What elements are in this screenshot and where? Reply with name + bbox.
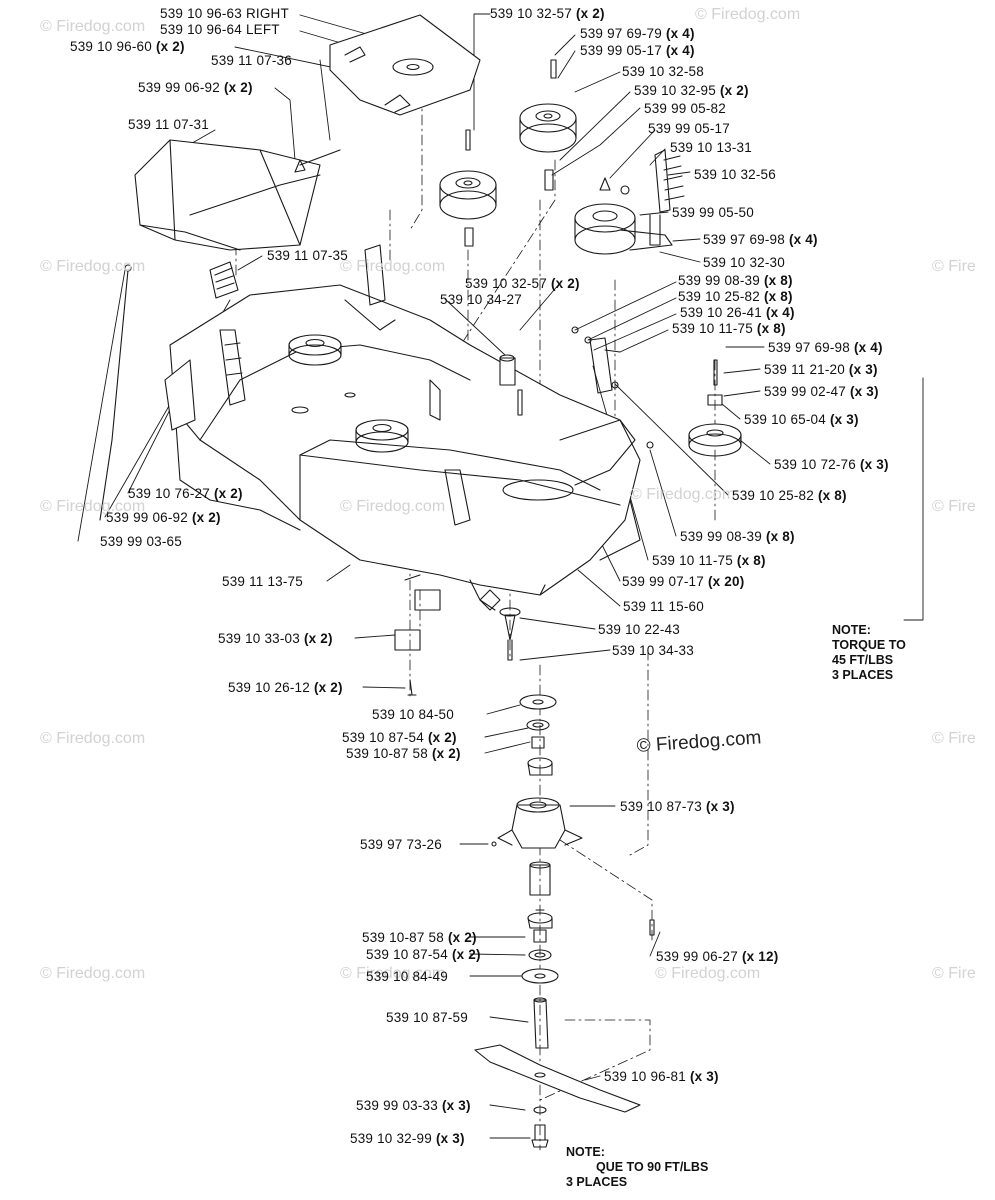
part-label: 539 97 73-26: [360, 837, 442, 852]
part-label: 539 99 03-33 (x 3): [356, 1098, 471, 1113]
part-label: 539 99 05-50: [672, 205, 754, 220]
part-label: 539 99 03-65: [100, 534, 182, 549]
part-label: 539 10 26-12 (x 2): [228, 680, 343, 695]
height-brackets: [209, 244, 613, 651]
part-label: 539 10 96-81 (x 3): [604, 1069, 719, 1084]
part-label: 539 11 07-35: [267, 248, 348, 263]
part-label: 539 10 87-73 (x 3): [620, 799, 735, 814]
part-label: 539 10 11-75 (x 8): [652, 553, 766, 568]
part-label: 539 10 72-76 (x 3): [774, 457, 889, 472]
part-label: 539 10 32-58: [622, 64, 704, 79]
part-label: 539 10 11-75 (x 8): [672, 321, 786, 336]
part-label: 539 97 69-98 (x 4): [768, 340, 883, 355]
watermark: © Firedog.com: [40, 258, 146, 275]
watermark: © Firedog.com: [340, 498, 446, 515]
part-label: 539 10-87 58 (x 2): [346, 746, 461, 761]
part-label: 539 10 32-30: [703, 255, 785, 270]
part-label: 539 99 06-92 (x 2): [138, 80, 253, 95]
mower-deck: [164, 284, 641, 611]
part-label: 539 99 05-82: [644, 101, 726, 116]
part-label: 539 10 34-27: [440, 292, 522, 307]
part-label: 539 10 32-95 (x 2): [634, 83, 749, 98]
part-label: 539 10 84-49: [366, 969, 448, 984]
watermark: © Firedog.com: [40, 965, 146, 982]
torque-note-spindle: NOTE: TORQUE TO 45 FT/LBS 3 PLACES: [832, 623, 906, 682]
part-label: 539 99 05-17: [648, 121, 730, 136]
part-label: 539 10 32-57 (x 2): [465, 276, 580, 291]
part-label: 539 10 87-54 (x 2): [342, 730, 457, 745]
part-label: 539 10 84-50: [372, 707, 454, 722]
part-label: 539 10 87-54 (x 2): [366, 947, 481, 962]
watermark: © Firedog.com: [40, 498, 146, 515]
spindle-assembly: [491, 694, 655, 1049]
watermark: © Firedog.com: [340, 965, 446, 982]
part-label: 539 11 13-75: [222, 574, 303, 589]
part-label: 539 11 07-31: [128, 117, 209, 132]
part-label: 539 97 69-79 (x 4): [580, 26, 695, 41]
part-label: 539 11 07-36: [211, 53, 292, 68]
spacer-tube: [499, 354, 523, 416]
watermark: © Firedog.com: [630, 486, 736, 503]
discharge-chute: [99, 139, 341, 521]
part-label: 539 10 13-31: [670, 140, 752, 155]
part-label: 539 10 87-59: [386, 1010, 468, 1025]
part-label: 539 10 25-82 (x 8): [678, 289, 793, 304]
part-label: 539 10 76-27 (x 2): [128, 486, 243, 501]
part-label: 539 10 32-56: [694, 167, 776, 182]
watermark: © Firedog.com: [40, 730, 146, 747]
watermark: © Firedog.com: [655, 965, 761, 982]
bolts-and-nuts: [294, 159, 654, 696]
watermark: © Firedog.com: [695, 6, 801, 23]
watermark: © Fire: [932, 258, 976, 275]
part-label: 539 10-87 58 (x 2): [362, 930, 477, 945]
part-label: 539 10 32-57 (x 2): [490, 6, 605, 21]
watermark: © Firedog.com: [40, 18, 146, 35]
part-label: 539 97 69-98 (x 4): [703, 232, 818, 247]
part-label: 539 99 08-39 (x 8): [680, 529, 795, 544]
part-label: 539 10 26-41 (x 4): [680, 305, 795, 320]
part-label: 539 11 21-20 (x 3): [764, 362, 878, 377]
pulley-deck-center: [355, 419, 409, 453]
torque-note-blade: NOTE: QUE TO 90 FT/LBS 3 PLACES: [566, 1145, 709, 1189]
part-label: 539 10 25-82 (x 8): [732, 488, 847, 503]
part-label: 539 99 08-39 (x 8): [678, 273, 793, 288]
idler-pulley-arm: [574, 149, 685, 255]
part-label: 539 10 96-60 (x 2): [70, 39, 185, 54]
spindle-pulley-right: [688, 359, 742, 457]
part-label: 539 10 65-04 (x 3): [744, 412, 859, 427]
part-label: 539 99 05-17 (x 4): [580, 43, 695, 58]
part-label: 539 10 33-03 (x 2): [218, 631, 333, 646]
mower-blade: [474, 1044, 641, 1148]
part-label: 539 99 02-47 (x 3): [764, 384, 879, 399]
part-label: 539 10 22-43: [598, 622, 680, 637]
deflector-cover: [329, 14, 481, 116]
part-label: 539 99 06-92 (x 2): [106, 510, 221, 525]
idler-pulley-upper-left: [439, 129, 497, 247]
watermark: © Fire: [932, 498, 976, 515]
part-label: 539 10 96-64 LEFT: [160, 22, 280, 37]
part-label: 539 10 32-99 (x 3): [350, 1131, 465, 1146]
part-label: 539 11 15-60: [623, 599, 704, 614]
watermark: © Fire: [932, 730, 976, 747]
part-label: 539 10 34-33: [612, 643, 694, 658]
idler-pulley-upper-center: [519, 59, 577, 191]
part-label: 539 99 06-27 (x 12): [656, 949, 779, 964]
watermark: © Fire: [932, 965, 976, 982]
part-label: 539 99 07-17 (x 20): [622, 574, 745, 589]
watermark: © Firedog.com: [340, 258, 446, 275]
part-label: 539 10 96-63 RIGHT: [160, 6, 289, 21]
pulley-large-left: [288, 334, 342, 366]
